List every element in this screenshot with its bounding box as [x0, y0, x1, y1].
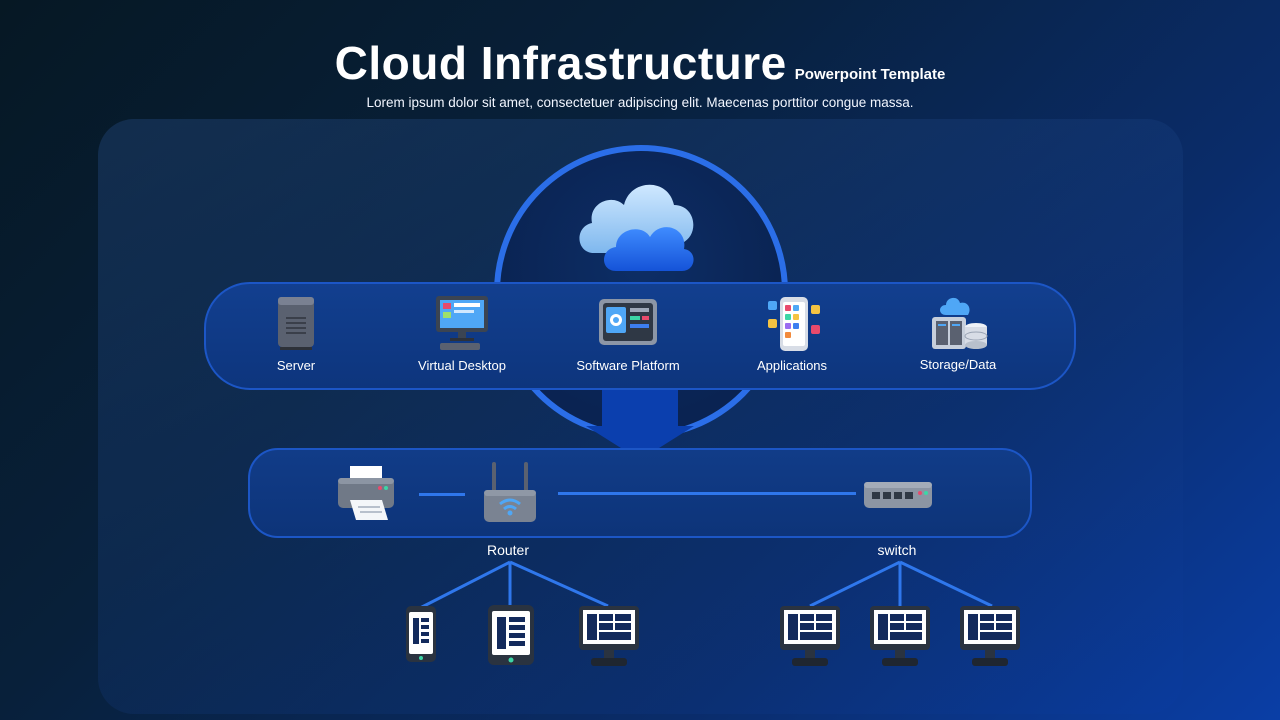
service-label-virtual-desktop: Virtual Desktop [418, 358, 506, 373]
monitor-icon [870, 606, 930, 666]
router-label: Router [486, 542, 530, 558]
server-icon [278, 297, 314, 350]
applications-icon [768, 297, 820, 351]
router-switch-link [558, 492, 856, 495]
down-arrow-icon [586, 390, 694, 460]
service-label-server: Server [276, 358, 316, 373]
storage-icon [932, 297, 988, 349]
service-label-storage: Storage/Data [919, 357, 997, 372]
page-subtitle: Lorem ipsum dolor sit amet, consectetuer… [366, 95, 914, 110]
switch-icon [864, 482, 932, 508]
tablet-icon [488, 605, 534, 665]
phone-icon [406, 606, 436, 662]
monitor-icon [960, 606, 1020, 666]
page-title: Cloud Infrastructure [334, 37, 787, 89]
printer-icon [338, 466, 394, 520]
service-label-software-platform: Software Platform [576, 358, 680, 373]
monitor-icon [780, 606, 840, 666]
switch-label: switch [877, 542, 917, 558]
desktop-icon [436, 296, 488, 350]
page-title-suffix: Powerpoint Template [794, 66, 946, 83]
software-platform-icon [599, 299, 657, 345]
service-label-applications: Applications [756, 358, 828, 373]
monitor-icon [579, 606, 639, 666]
printer-router-link [419, 493, 465, 496]
cloud-icon [579, 184, 694, 271]
router-icon [484, 462, 536, 522]
